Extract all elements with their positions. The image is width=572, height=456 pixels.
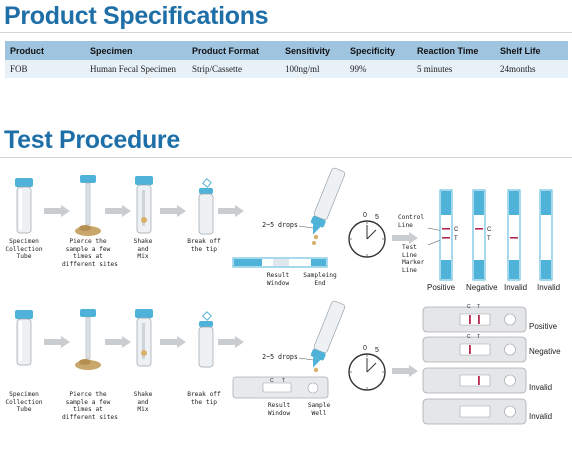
result-cassette-invalid [422,398,527,425]
test-cassette-icon [232,376,329,399]
timer-icon [348,353,386,391]
arrow-right-icon [218,205,244,217]
result-label-invalid: Invalid [529,383,553,392]
test-strip-icon [232,257,328,268]
spec-table: Product Specimen Product Format Sensitiv… [5,41,568,78]
table-cell: 100ng/ml [280,60,345,78]
result-strip-invalid [539,189,553,281]
control-line-label: Control Line [398,214,425,229]
result-label-negative: Negative [466,283,498,292]
step-label: Specimen Collection Tube [5,391,43,413]
c-mark: C [454,227,459,233]
result-cassette-invalid [422,367,527,394]
column-header: Shelf Life [495,41,568,60]
step-label: Pierce the sample a few times at differe… [62,391,118,421]
column-header: Sensitivity [280,41,345,60]
t-mark: T [477,304,481,310]
sampling-end-label: Sampleing End [303,272,337,287]
table-cell: Human Fecal Specimen [85,60,187,78]
t-mark: T [487,236,491,242]
step-label: Specimen Collection Tube [5,238,43,260]
drops-label: 2~5 drops [262,353,298,361]
table-header-row: Product Specimen Product Format Sensitiv… [5,41,568,60]
column-header: Specificity [345,41,412,60]
result-strip-negative [472,189,486,281]
result-label-positive: Positive [427,283,456,292]
marker-line-label: Marker Line [402,259,425,274]
dispensing-tube-icon [310,167,346,245]
c-mark: C [487,227,492,233]
arrow-right-icon [105,205,131,217]
result-window-label: Result Window [266,272,290,287]
result-window-label: Result Window [267,402,291,417]
table-cell: 99% [345,60,412,78]
section-divider [0,32,572,33]
pierce-stick-icon [75,309,101,370]
arrow-right-icon [160,336,186,348]
collection-tube-icon [15,178,33,234]
timer-five-label: 5 [375,347,379,354]
step-label: Shake and Mix [133,391,153,413]
break-tip-tube-icon [198,178,214,235]
result-cassette-positive [422,306,527,333]
column-header: Specimen [85,41,187,60]
section-title-specifications: Product Specifications [4,2,269,30]
collection-tube-icon [15,310,33,366]
timer-icon [348,220,386,258]
column-header: Product [5,41,85,60]
section-title-procedure: Test Procedure [4,126,180,154]
shake-tube-icon [135,309,153,367]
t-mark: T [454,236,458,242]
result-label-invalid: Invalid [537,283,561,292]
table-cell: Strip/Cassette [187,60,280,78]
pointer-line [298,357,314,361]
table-cell: 5 minutes [412,60,495,78]
c-mark: C [467,334,471,340]
t-mark: T [282,378,286,384]
arrow-right-icon [160,205,186,217]
result-label-positive: Positive [529,322,558,331]
t-mark: T [477,334,481,340]
timer-five-label: 5 [375,214,379,221]
dispensing-tube-icon [310,300,346,373]
arrow-right-icon [105,336,131,348]
arrow-right-icon [392,365,418,377]
column-header: Product Format [187,41,280,60]
result-label-invalid: Invalid [504,283,528,292]
result-cassette-negative [422,336,527,363]
pierce-stick-icon [75,175,101,236]
drops-label: 2~5 drops [262,221,298,229]
result-strip-positive [439,189,453,281]
table-cell: 24months [495,60,568,78]
c-mark: C [270,378,274,384]
result-strip-invalid [507,189,521,281]
table-row: FOB Human Fecal Specimen Strip/Cassette … [5,60,568,78]
column-header: Reaction Time [412,41,495,60]
result-label-negative: Negative [529,347,561,356]
arrow-right-icon [392,232,418,244]
step-label: Pierce the sample a few times at differe… [62,238,118,268]
step-label: Shake and Mix [133,238,153,260]
table-cell: FOB [5,60,85,78]
shake-tube-icon [135,176,153,234]
arrow-right-icon [44,336,70,348]
result-label-invalid: Invalid [529,412,553,421]
arrow-right-icon [44,205,70,217]
sample-well-label: Sample Well [307,402,331,417]
c-mark: C [467,304,471,310]
step-label: Break off the tip [187,238,221,253]
timer-zero-label: 0 [363,345,367,352]
step-label: Break off the tip [187,391,221,406]
section-divider [0,157,572,158]
timer-zero-label: 0 [363,212,367,219]
arrow-right-icon [218,336,244,348]
pointer-line [298,225,314,229]
break-tip-tube-icon [198,311,214,368]
test-line-label: Test Line [402,244,417,259]
